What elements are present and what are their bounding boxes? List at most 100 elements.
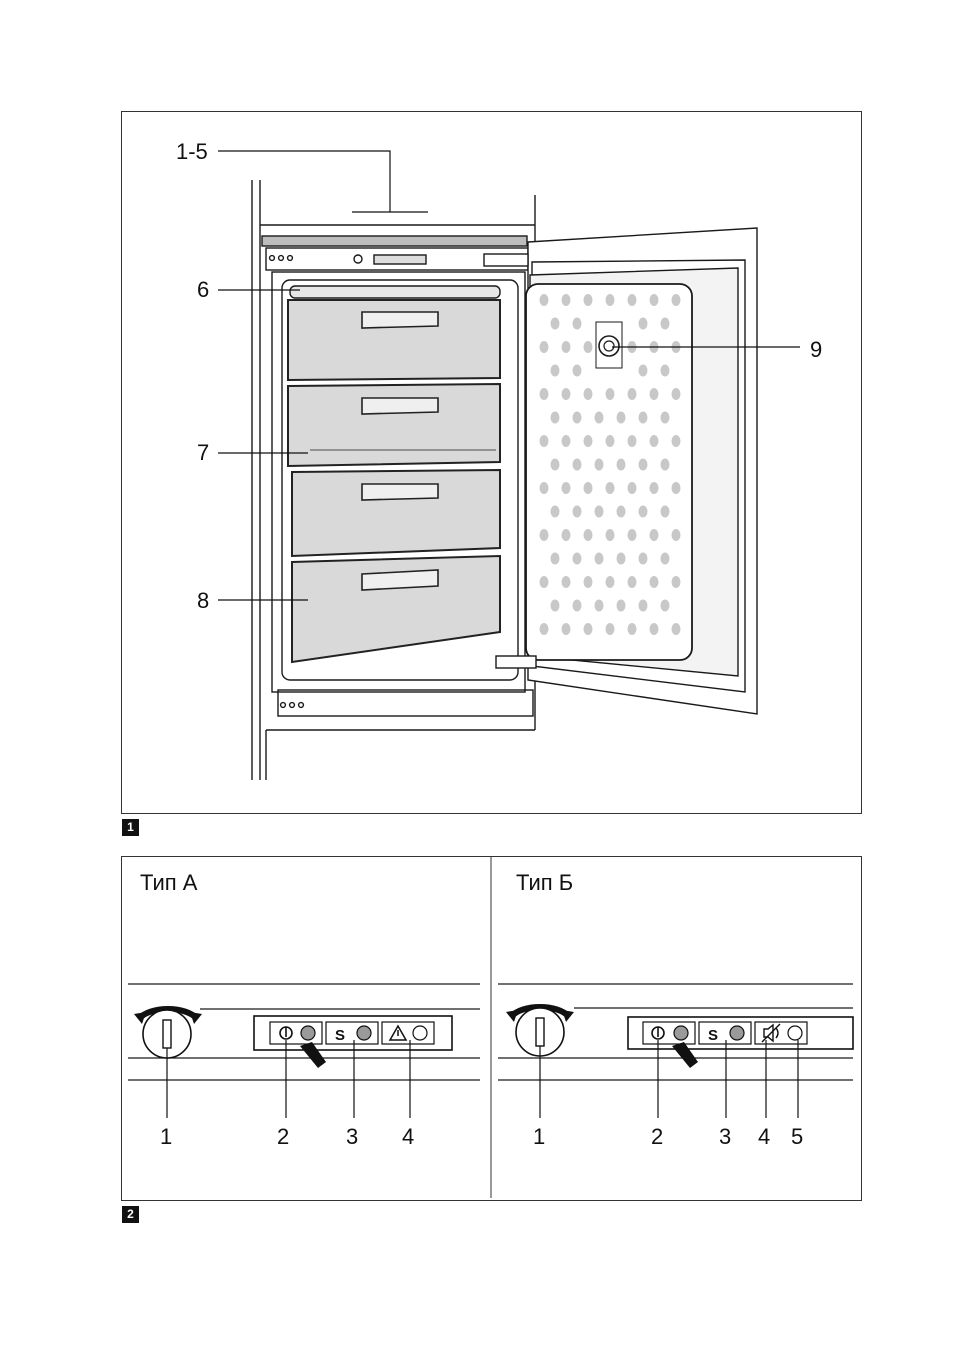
panel-b-label-3: 3 [719,1124,731,1149]
door-dimple [562,294,571,306]
power-led [301,1026,315,1040]
control-panel-type-b: Тип Б S [498,870,853,1149]
alarm-led [788,1026,802,1040]
door-dimple [650,388,659,400]
door-dimple [540,388,549,400]
door-dimple [551,553,560,565]
door-dimple [672,576,681,588]
panel-a-title: Тип А [140,870,198,895]
door-dimple [661,600,670,612]
panel-b-label-2: 2 [651,1124,663,1149]
panel-a-label-2: 2 [277,1124,289,1149]
panel-a-label-3: 3 [346,1124,358,1149]
door-dimple [562,388,571,400]
warning-led [413,1026,427,1040]
door-dimple [639,412,648,424]
door-dimple [540,529,549,541]
door-dimple [595,600,604,612]
rotary-dial-icon[interactable] [134,1009,202,1058]
panel-b-label-4: 4 [758,1124,770,1149]
door-dimple [606,529,615,541]
door-dimple [628,294,637,306]
door-dimple [661,412,670,424]
door-dimple [639,600,648,612]
door-dimple [540,482,549,494]
door-dimple [606,482,615,494]
door-dimple [584,294,593,306]
power-led [674,1026,688,1040]
door-dimple [551,506,560,518]
door-dimple [540,435,549,447]
door-dimple [551,318,560,330]
door-dimple [672,294,681,306]
callout-label-1-5: 1-5 [176,139,208,164]
door-dimple [595,553,604,565]
door-dimple [639,459,648,471]
door-dimple [562,341,571,353]
door-dimple [562,529,571,541]
door-dimple [562,576,571,588]
door-dimple [584,388,593,400]
door-dimple [628,576,637,588]
door-dimple [639,365,648,377]
panel-a-label-4: 4 [402,1124,414,1149]
door-dimple [551,412,560,424]
door-dimple [573,600,582,612]
door-dimple [573,553,582,565]
door-dimple [540,623,549,635]
door-dimple [617,553,626,565]
super-freeze-symbol: S [708,1027,718,1044]
door-dimple [595,459,604,471]
panel-b-title: Тип Б [516,870,573,895]
freezer-illustration [252,180,757,780]
door-dimple [606,294,615,306]
super-freeze-symbol: S [335,1027,345,1044]
door-dimple [639,553,648,565]
door-dimple [628,623,637,635]
door-dimple [595,506,604,518]
door-dimple [573,412,582,424]
door-dimple [584,482,593,494]
panel-b-label-5: 5 [791,1124,803,1149]
callout-label-8: 8 [197,588,209,613]
door-dimple [617,506,626,518]
door-dimple [562,435,571,447]
door-dimple [551,365,560,377]
door-dimple [628,482,637,494]
door-dimple [584,623,593,635]
door-dimple [540,576,549,588]
door-dimple [639,318,648,330]
door-dimple [551,459,560,471]
door-dimple [661,365,670,377]
door-dimple [584,341,593,353]
door-dimple [672,482,681,494]
door-dimple [672,623,681,635]
panel-b-label-1: 1 [533,1124,545,1149]
door-dimple [584,529,593,541]
door-dimple [628,388,637,400]
door-dimple [584,435,593,447]
door-dimple [540,294,549,306]
door-dimple [672,388,681,400]
door-dimple [661,459,670,471]
door-dimple [595,412,604,424]
door-dimple [672,435,681,447]
door-dimple [661,506,670,518]
door-dimple [606,576,615,588]
door-dimple [650,294,659,306]
super-freeze-led [357,1026,371,1040]
super-freeze-led [730,1026,744,1040]
door-dimple [650,435,659,447]
door-dimple [639,506,648,518]
door-dimple [661,318,670,330]
door-dimple [540,341,549,353]
door-dimple [672,529,681,541]
panel-a-label-1: 1 [160,1124,172,1149]
door-dimple [628,435,637,447]
door-dimple [573,365,582,377]
door-dimple [661,553,670,565]
door-dimple [650,482,659,494]
door-dimple [573,459,582,471]
door-dimple [584,576,593,588]
